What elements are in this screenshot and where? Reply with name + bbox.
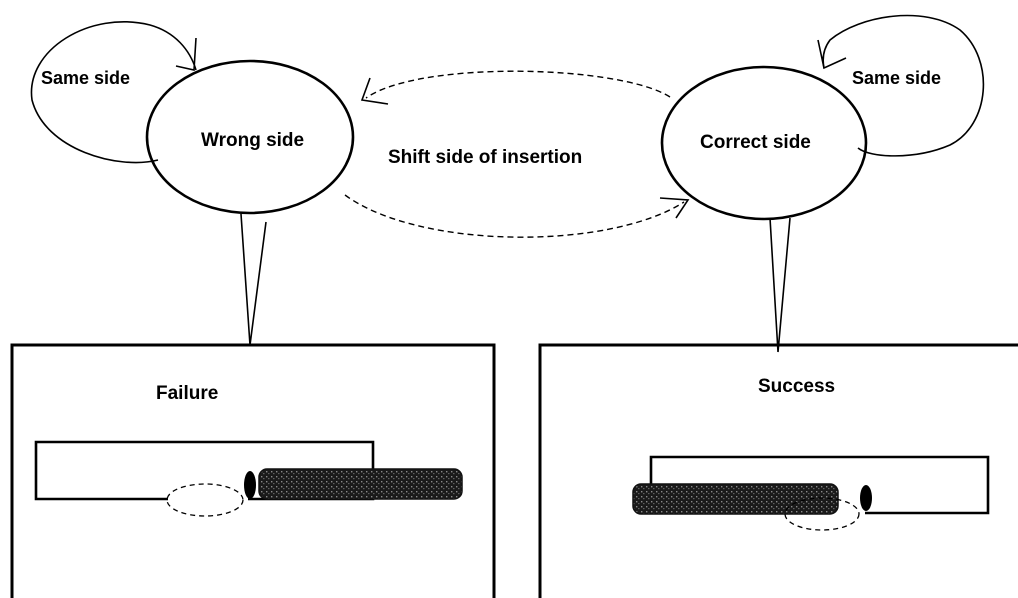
failure-object-tip: [244, 471, 256, 499]
state-correct-side: [660, 65, 868, 221]
self-loop-correct-label: Same side: [852, 68, 941, 88]
panel-success-frame: [538, 343, 1018, 598]
panel-failure-label: Failure: [156, 383, 218, 404]
failure-target-hole: [166, 483, 244, 517]
self-loop-wrong: [30, 21, 197, 164]
success-object-tip: [860, 485, 872, 511]
arrowhead-icon: [817, 39, 847, 70]
transition-arcs: [344, 70, 690, 238]
self-loop-correct: [817, 14, 985, 157]
self-loop-wrong-label: Same side: [41, 68, 130, 88]
callout-wedge-right: [769, 217, 791, 353]
arrowhead-icon: [360, 77, 389, 105]
panel-failure: Failure: [10, 343, 496, 598]
callout-wedge-left: [240, 213, 267, 346]
transition-lower-arc: [344, 194, 685, 238]
arrowhead-icon: [659, 197, 690, 219]
transition-label: Shift side of insertion: [388, 147, 582, 168]
self-loop-correct-arc: [822, 14, 985, 157]
panel-success-label: Success: [758, 376, 835, 397]
success-target-hole: [784, 497, 860, 531]
panel-failure-frame: [10, 343, 496, 598]
panel-success: Success: [538, 343, 1018, 598]
state-correct-side-label: Correct side: [700, 132, 811, 153]
state-wrong-side: [145, 59, 355, 215]
self-loop-wrong-arc: [30, 21, 197, 164]
arrowhead-icon: [175, 37, 197, 71]
transition-upper-arc: [365, 70, 671, 99]
success-inserted-object: [632, 483, 839, 515]
failure-inserted-object: [258, 468, 463, 500]
state-wrong-side-label: Wrong side: [201, 130, 304, 151]
